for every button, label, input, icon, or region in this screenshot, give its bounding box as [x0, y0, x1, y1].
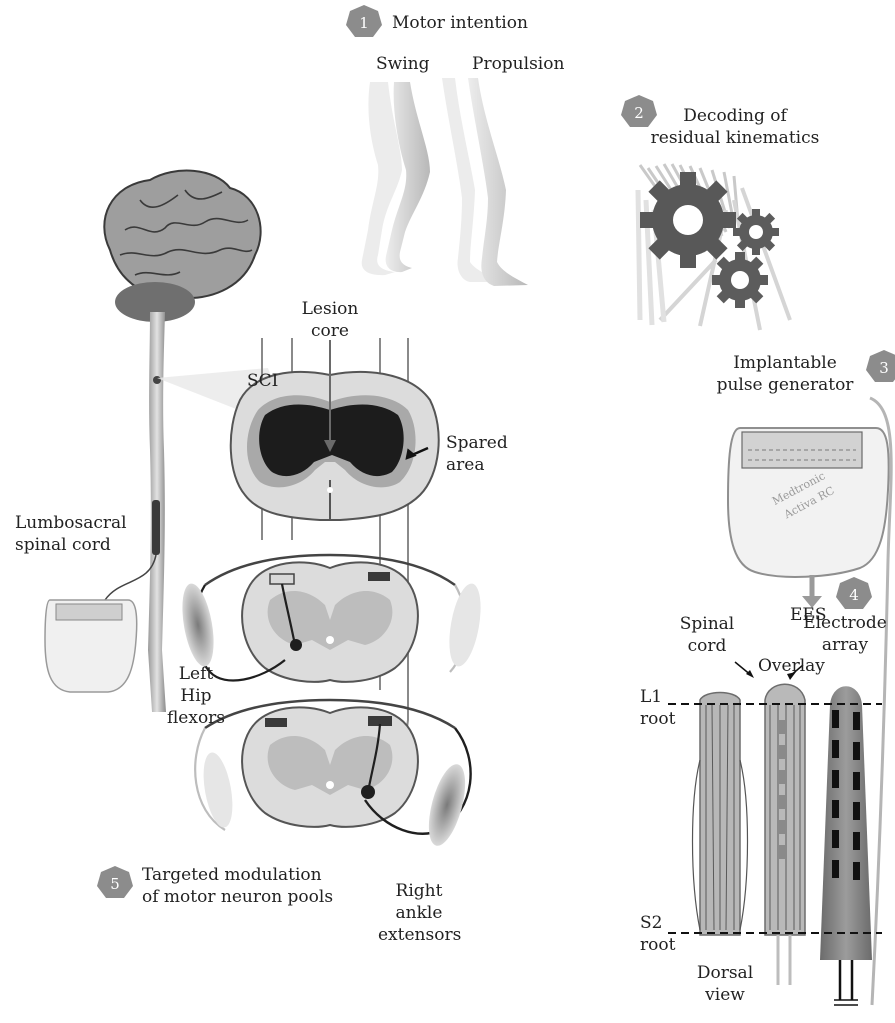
swing-label: Swing [376, 53, 429, 75]
step-number: 4 [837, 578, 871, 612]
step-1-title: Motor intention [392, 12, 528, 34]
lead-wire [105, 555, 156, 600]
spared-area-label-line1: Spared [446, 432, 508, 454]
propulsion-label: Propulsion [472, 53, 564, 75]
dorsal-view-label-line1: Dorsal [690, 962, 760, 984]
l1-root-label-line2: root [640, 708, 675, 730]
sci-label: SCI [247, 370, 278, 392]
step-number: 3 [867, 351, 895, 385]
left-hip-flexors-line3: flexors [160, 707, 232, 729]
small-pulse-generator [45, 600, 137, 692]
left-hip-flexors-line2: Hip [160, 685, 232, 707]
step-3-title-line2: pulse generator [705, 374, 865, 396]
step-2-title-line1: Decoding of [640, 105, 830, 127]
step-5-title-line2: of motor neuron pools [142, 886, 333, 908]
step-badge-3: 3 [867, 351, 895, 385]
electrode-array [820, 686, 872, 1005]
overlay-label: Overlay [758, 655, 825, 677]
electrode-array-label-line1: Electrode [800, 612, 890, 634]
decoding-gears-illustration [638, 164, 790, 330]
step-number: 1 [347, 6, 381, 40]
brain-illustration [104, 171, 260, 322]
s2-root-label-line1: S2 [640, 912, 662, 934]
step-5-title-line1: Targeted modulation [142, 864, 322, 886]
upper-lumbar-cross-section [194, 555, 465, 682]
lesion-core-label-line1: Lesion [300, 298, 360, 320]
dorsal-view-label-line2: view [690, 984, 760, 1006]
l1-root-label-line1: L1 [640, 686, 662, 708]
injury-site-marker [153, 376, 161, 384]
step-badge-1: 1 [347, 6, 381, 40]
lesion-core-label-line2: core [300, 320, 360, 342]
right-ankle-extensors-line2: ankle [378, 902, 460, 924]
right-ankle-extensors-line3: extensors [378, 924, 460, 946]
step-badge-5: 5 [98, 867, 132, 901]
s2-root-label-line2: root [640, 934, 675, 956]
leg-illustration [362, 78, 528, 286]
left-hip-flexors-line1: Left [160, 663, 232, 685]
spinal-cord-dorsal-view [693, 693, 748, 936]
step-badge-4: 4 [837, 578, 871, 612]
step-3-title-line1: Implantable [705, 352, 865, 374]
lower-lumbar-cross-section [195, 700, 470, 834]
spinal-cord-label-line2: cord [672, 635, 742, 657]
step-2-title-line2: residual kinematics [640, 127, 830, 149]
spinal-cord-label-line1: Spinal [672, 613, 742, 635]
electrode-array-label-line2: array [800, 634, 890, 656]
lumbosacral-label-line2: spinal cord [15, 534, 111, 556]
lumbosacral-label-line1: Lumbosacral [15, 512, 127, 534]
implanted-leads [152, 500, 160, 555]
overlay-view [765, 684, 805, 985]
step-number: 5 [98, 867, 132, 901]
spared-area-label-line2: area [446, 454, 484, 476]
right-ankle-extensors-line1: Right [378, 880, 460, 902]
